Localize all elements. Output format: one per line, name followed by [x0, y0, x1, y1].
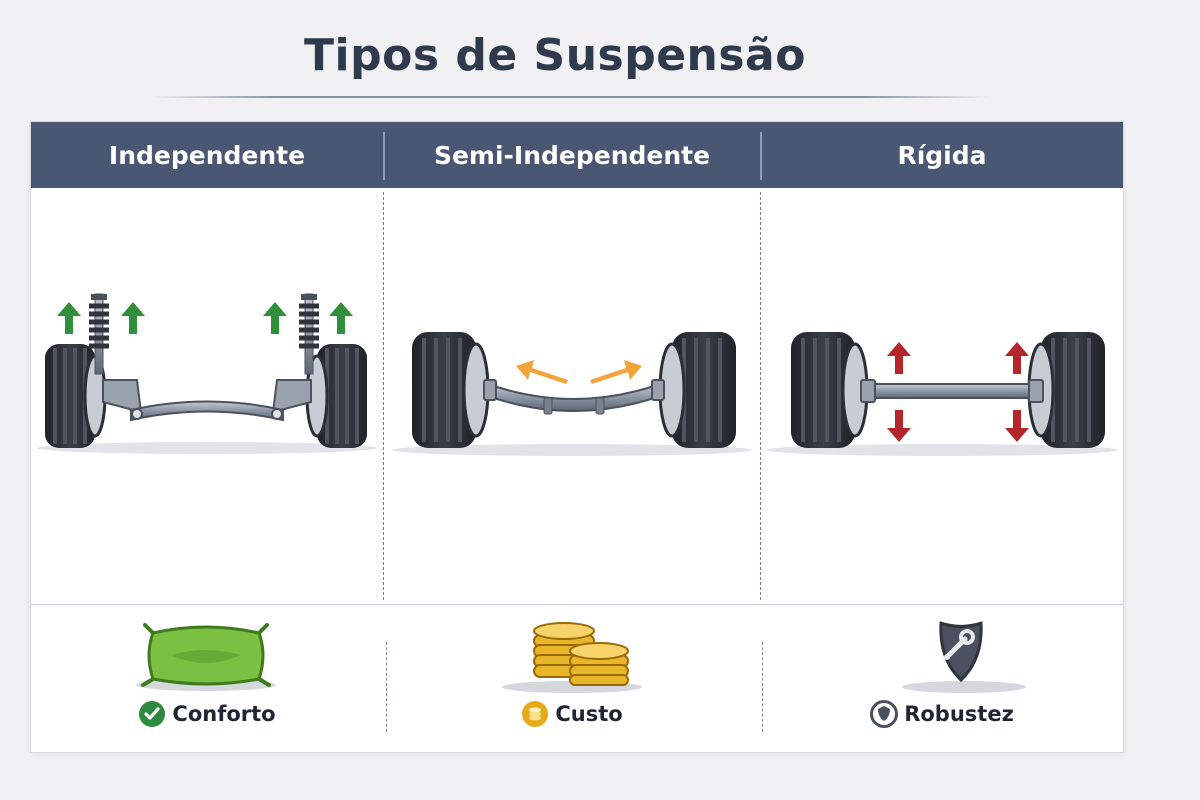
check-circle-icon: [138, 700, 166, 728]
table-header: Independente Semi-Independente Rígida: [31, 122, 1123, 188]
shield-wrench-icon: [761, 615, 1123, 695]
semi-independent-suspension-illustration: [384, 188, 760, 604]
column-divider: [386, 642, 387, 732]
rigid-suspension-illustration: [761, 188, 1123, 604]
coin-icon: [521, 700, 549, 728]
shock-absorber-right: [299, 293, 319, 375]
tire-left: [45, 344, 107, 448]
page-title: Tipos de Suspensão: [304, 30, 806, 81]
header-divider: [383, 132, 385, 180]
vertical-arrows: [887, 342, 1029, 442]
feature-label-conforto: Conforto: [172, 702, 276, 726]
column-divider: [762, 642, 763, 732]
column-divider: [760, 192, 761, 600]
feature-cell-custo: Custo: [384, 605, 760, 752]
shield-icon: [870, 700, 899, 728]
tire-left: [791, 332, 869, 448]
column-title-independente: Independente: [108, 141, 306, 170]
tire-right: [1027, 332, 1105, 448]
coin-stack-icon: [384, 615, 760, 695]
tire-right: [658, 332, 736, 448]
independent-suspension-illustration: [31, 188, 383, 604]
feature-label-row: Robustez: [761, 700, 1123, 728]
title-underline: [150, 96, 990, 98]
tire-left: [412, 332, 490, 448]
up-arrows: [57, 302, 353, 334]
tire-right: [305, 344, 367, 448]
cushion-icon: [31, 615, 383, 695]
feature-label-robustez: Robustez: [904, 702, 1014, 726]
column-divider: [383, 192, 384, 600]
feature-label-row: Custo: [384, 700, 760, 728]
feature-label-custo: Custo: [555, 702, 623, 726]
row-divider: [31, 604, 1123, 605]
twist-arrows: [516, 360, 642, 384]
comparison-table: Independente Semi-Independente Rígida: [30, 121, 1124, 753]
feature-cell-robustez: Robustez: [761, 605, 1123, 752]
shock-absorber-left: [89, 293, 109, 375]
feature-cell-conforto: Conforto: [31, 605, 383, 752]
column-title-rigida: Rígida: [897, 141, 987, 170]
header-divider: [760, 132, 762, 180]
feature-label-row: Conforto: [31, 700, 383, 728]
column-title-semi-independente: Semi-Independente: [433, 141, 711, 170]
